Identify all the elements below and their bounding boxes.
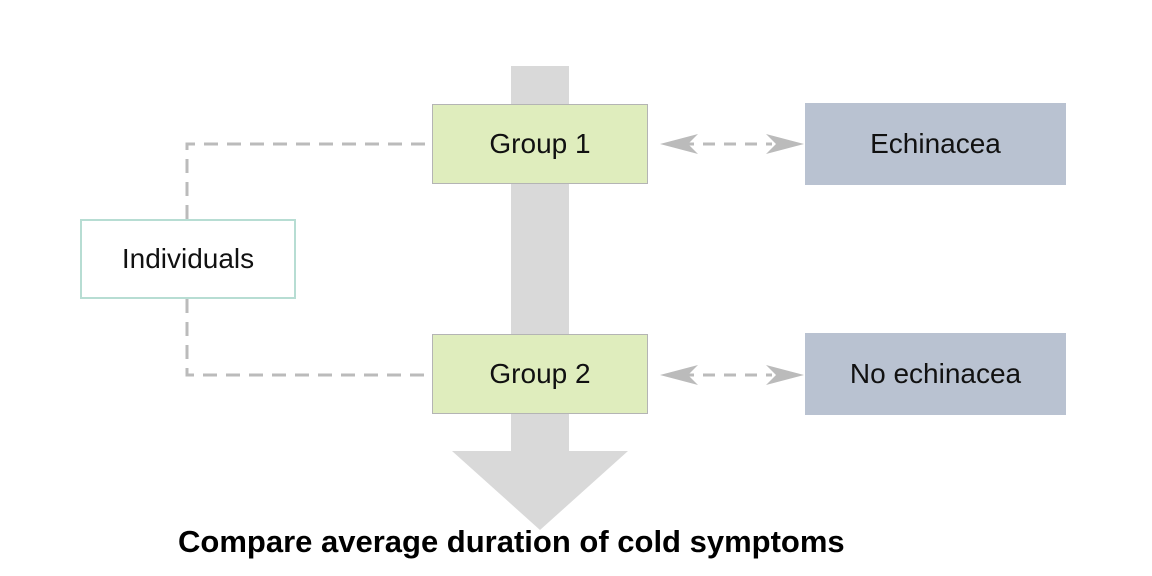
arrowhead-left-1 bbox=[660, 134, 698, 154]
flow-arrow bbox=[452, 66, 628, 530]
group-1-label: Group 1 bbox=[489, 128, 591, 159]
control-box: No echinacea bbox=[805, 333, 1066, 415]
treatment-label: Echinacea bbox=[870, 128, 1001, 159]
arrowhead-right-1 bbox=[766, 134, 804, 154]
arrowhead-right-2 bbox=[766, 365, 804, 385]
treatment-box: Echinacea bbox=[805, 103, 1066, 185]
group-2-label: Group 2 bbox=[489, 358, 591, 389]
control-label: No echinacea bbox=[849, 358, 1022, 389]
individuals-label: Individuals bbox=[121, 243, 255, 274]
split-connector-bottom bbox=[185, 299, 432, 377]
individuals-box: Individuals bbox=[80, 219, 296, 299]
group-1-box: Group 1 bbox=[432, 104, 648, 184]
diagram-caption: Compare average duration of cold symptom… bbox=[178, 524, 845, 559]
arrowhead-left-2 bbox=[660, 365, 698, 385]
group-2-box: Group 2 bbox=[432, 334, 648, 414]
split-connector-top bbox=[185, 142, 432, 219]
